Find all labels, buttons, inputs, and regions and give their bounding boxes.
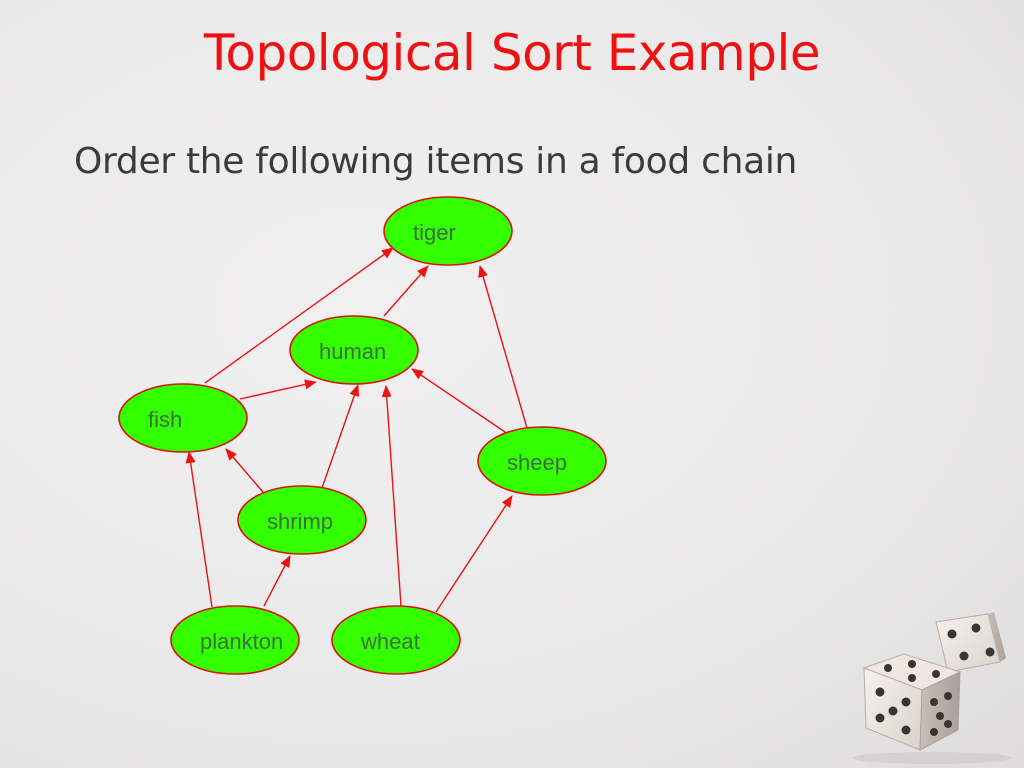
edge-plankton-shrimp [263, 555, 291, 607]
edges [185, 247, 528, 613]
die-front [862, 653, 962, 751]
edge-sheep-human [411, 368, 512, 437]
slide-title: Topological Sort Example [203, 24, 821, 82]
edge-sheep-tiger [478, 265, 528, 429]
node-fish: fish [118, 383, 248, 453]
edge-shrimp-human [321, 384, 360, 489]
node-label-tiger: tiger [413, 220, 456, 245]
slide-subtitle: Order the following items in a food chai… [74, 141, 798, 182]
node-wheat: wheat [331, 605, 461, 675]
node-sheep: sheep [477, 426, 607, 496]
edge-plankton-fish [185, 451, 213, 608]
nodes: tiger human fish sheep shrimp plankton [118, 196, 607, 675]
edge-fish-human [239, 379, 317, 400]
edge-fish-tiger [204, 247, 394, 384]
node-plankton: plankton [170, 605, 300, 675]
node-shrimp: shrimp [237, 485, 367, 555]
node-label-wheat: wheat [360, 629, 420, 654]
die-back [935, 612, 1006, 673]
node-label-plankton: plankton [200, 629, 283, 654]
node-label-human: human [319, 339, 386, 364]
node-tiger: tiger [383, 196, 513, 266]
edge-wheat-sheep [435, 495, 513, 613]
edge-wheat-human [381, 385, 402, 607]
dice-image [852, 612, 1012, 764]
node-human: human [289, 315, 419, 385]
node-label-shrimp: shrimp [267, 509, 333, 534]
edge-shrimp-fish [225, 448, 264, 493]
edge-human-tiger [383, 265, 429, 317]
node-label-sheep: sheep [507, 450, 567, 475]
node-label-fish: fish [148, 407, 182, 432]
